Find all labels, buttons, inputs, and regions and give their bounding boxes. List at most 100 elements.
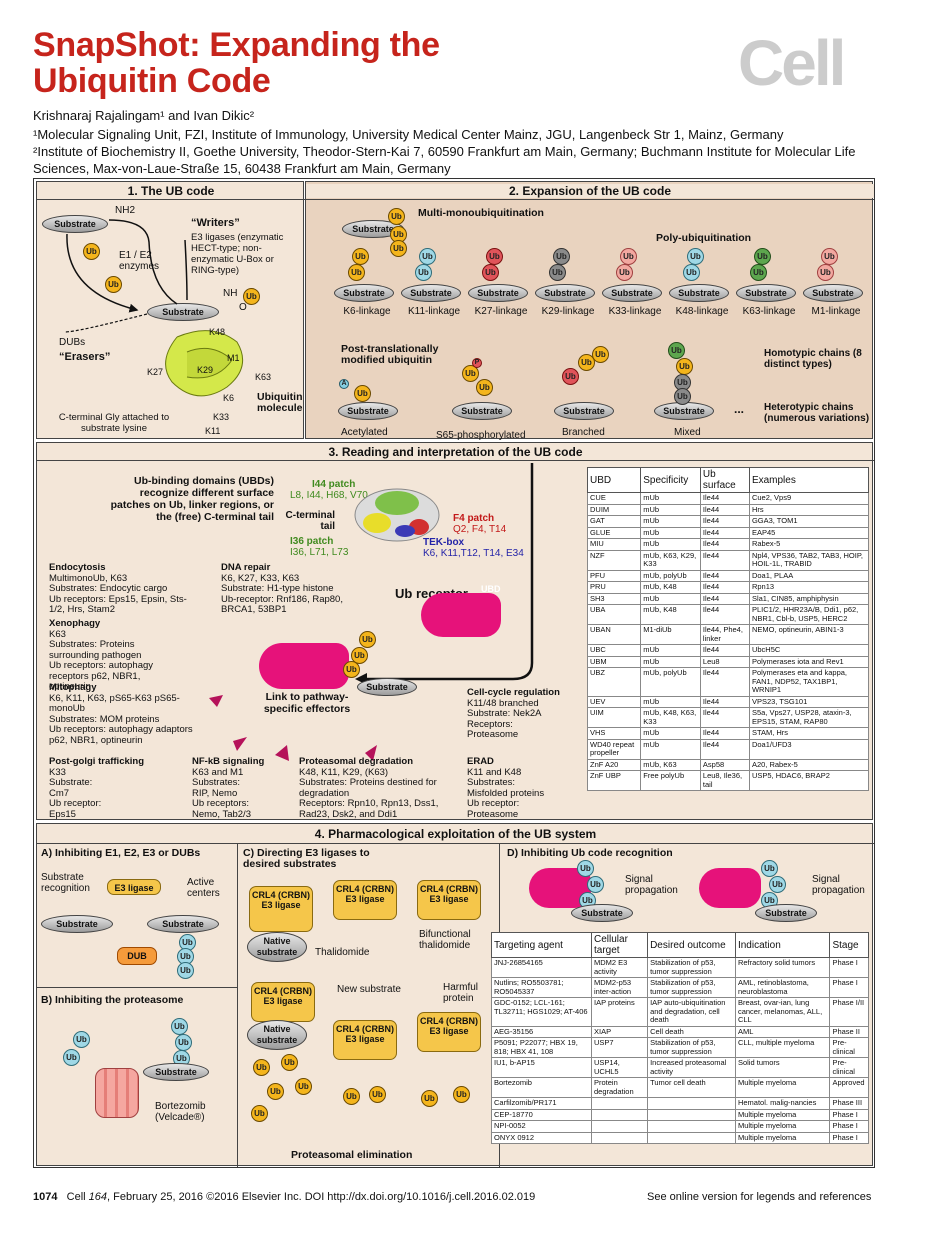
table-cell: Multiple myeloma	[734, 1120, 831, 1133]
ub-sphere: Ub	[369, 1086, 386, 1103]
table-cell: UBM	[586, 655, 642, 668]
citation-details: , February 25, 2016 ©2016 Elsevier Inc. …	[107, 1191, 536, 1203]
substrate-acetylated: Substrate	[338, 402, 398, 420]
ub-sphere: Ub	[343, 661, 360, 678]
table-cell: Polymerases eta and kappa, FAN1, NDP52, …	[748, 667, 870, 697]
section-1-panel: 1. The UB code Substrate NH2 “Writers” E…	[36, 181, 305, 439]
lysine-k11: K11	[205, 426, 221, 436]
table-cell: Phase I	[829, 977, 869, 998]
ub-sphere: Ub	[390, 226, 407, 243]
ub-sphere: Ub	[562, 368, 579, 385]
table-cell: Ile44	[699, 569, 750, 582]
ub-sphere: Ub	[251, 1105, 268, 1122]
table-cell: Sla1, CIN85, amphiphysin	[748, 592, 870, 605]
ub-sphere: Ub	[179, 934, 196, 951]
multi-mono-label: Multi-monoubiquitination	[418, 207, 544, 219]
ubd-header-cell: Examples	[748, 467, 870, 493]
table-cell: Multiple myeloma	[734, 1108, 831, 1121]
table-cell: Cell death	[647, 1025, 736, 1038]
ubiquitin-molecule-label: Ubiquitin molecule	[257, 391, 303, 414]
table-cell: Doa1, PLAA	[748, 569, 870, 582]
category-body: K11 and K48 Substrates: Misfolded protei…	[467, 766, 545, 820]
table-cell: mUb	[640, 644, 701, 657]
ub-sphere: Ub	[453, 1086, 470, 1103]
table-cell: mUb, K63, K29, K33	[640, 549, 701, 571]
table-cell: Ile44	[699, 581, 750, 594]
ubd-header-cell: Ub surface	[699, 467, 750, 493]
table-cell: Multiple myeloma	[734, 1131, 831, 1144]
substrate-4d-2: Substrate	[755, 904, 817, 922]
table-cell: UBAN	[586, 624, 642, 645]
ub-sphere: Ub	[683, 264, 700, 281]
table-cell: Ile44	[699, 549, 750, 571]
table-cell: UIM	[586, 707, 642, 728]
table-cell: Stabilization of p53, tumor suppression	[647, 977, 736, 998]
ub-sphere: Ub	[817, 264, 834, 281]
table-cell: MDM2-p53 inter-action	[590, 977, 649, 998]
table-cell: M1-diUb	[640, 624, 701, 645]
substrate-branched: Substrate	[554, 402, 614, 420]
writers-label: “Writers”	[191, 217, 240, 229]
table-cell: UbcH5C	[748, 644, 870, 657]
substrate-4b: Substrate	[143, 1063, 209, 1081]
lysine-m1: M1	[227, 353, 240, 363]
table-row: GDC-0152; LCL-161; TL32711; HGS1029; AT-…	[491, 997, 869, 1027]
ub-sphere: Ub	[486, 248, 503, 265]
table-cell: JNJ-26854165	[491, 957, 592, 978]
category-body: K63 and M1 Substrates: RIP, Nemo Ub rece…	[192, 766, 251, 820]
table-cell: Hematol. malig-nancies	[734, 1097, 831, 1110]
table-cell: Ile44	[699, 526, 750, 539]
ub-sphere: Ub	[577, 860, 594, 877]
journal-name: Cell	[66, 1191, 89, 1203]
table-cell: XIAP	[590, 1025, 649, 1038]
ub-sphere: Ub	[553, 248, 570, 265]
receptor-shape-4d-2	[699, 868, 761, 908]
signal-propagation-2: Signal propagation	[812, 874, 865, 896]
online-note: See online version for legends and refer…	[647, 1191, 872, 1203]
ub-sphere: Ub	[415, 264, 432, 281]
table-cell: A20, Rabex-5	[748, 758, 870, 771]
title-line-2: Ubiquitin Code	[33, 62, 271, 100]
dub-box: DUB	[117, 947, 157, 965]
table-cell: Leu8	[699, 655, 750, 668]
ub-sphere: Ub	[354, 385, 371, 402]
ub-sphere: Ub	[352, 248, 369, 265]
category-head: Post-golgi trafficking	[49, 756, 144, 767]
c-terminal-tail-label: C-terminal tail	[285, 510, 335, 532]
table-cell: UEV	[586, 695, 642, 708]
table-cell: AEG-35156	[491, 1025, 592, 1038]
table-cell: Phase I	[829, 1131, 869, 1144]
table-cell: mUb	[640, 727, 701, 740]
ub-sphere: Ub	[549, 264, 566, 281]
drug-header-cell: Stage	[829, 932, 869, 958]
table-cell: Phase I	[829, 957, 869, 978]
crl4-box-1: CRL4 (CRBN) E3 ligase	[249, 886, 313, 932]
table-cell: USP14, UCHL5	[590, 1057, 649, 1078]
proteasome-shape	[95, 1068, 139, 1118]
lysine-k33: K33	[213, 412, 230, 422]
ub-sphere: Ub	[482, 264, 499, 281]
category-body: MultimonoUb, K63 Substrates: Endocytic c…	[49, 572, 187, 615]
table-cell: PFU	[586, 569, 642, 582]
section-4a-title: A) Inhibiting E1, E2, E3 or DUBs	[41, 847, 201, 859]
table-cell: Ile44	[699, 727, 750, 740]
category-head: Xenophagy	[49, 618, 101, 629]
ub-sphere: Ub	[620, 248, 637, 265]
table-cell: NPI-0052	[491, 1120, 592, 1133]
table-cell: mUb, K48, K63, K33	[640, 707, 701, 728]
table-cell: Ile44	[699, 604, 750, 625]
ub-sphere: Ub	[821, 248, 838, 265]
linkage-label: K27-linkage	[474, 306, 528, 317]
